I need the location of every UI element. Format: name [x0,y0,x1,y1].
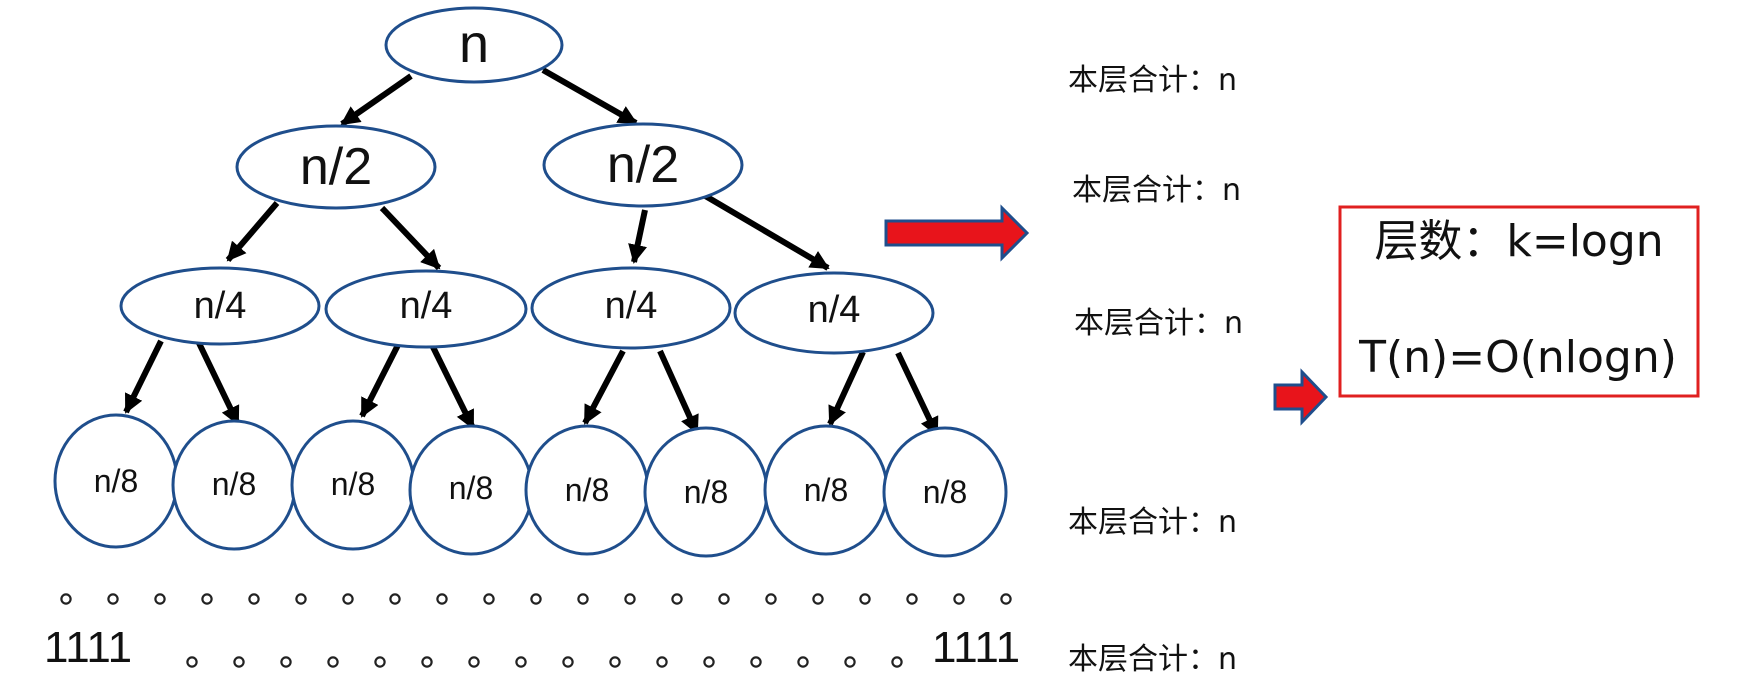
node-label: n/8 [94,463,138,499]
tree-node-level2-d: n/4 [733,271,935,355]
edge-l2a-l3a [123,339,164,414]
node-label: n/4 [605,285,658,327]
tree-node-level3-1: n/8 [53,413,179,549]
tree-node-level3-7: n/8 [763,424,889,556]
node-label: n/4 [194,285,247,327]
tree-node-level3-2: n/8 [171,419,297,551]
node-label: n/8 [212,466,256,502]
tree-node-level3-8: n/8 [882,426,1008,558]
tree-node-level3-4: n/8 [408,424,534,556]
node-label: n/8 [684,474,728,510]
leaf-label-right: 1111 [932,623,1020,672]
node-label: n/4 [400,285,453,327]
edge-l2b-l3d [429,343,476,430]
tree-edges [123,67,940,437]
node-label: n/8 [923,474,967,510]
node-label: n/2 [300,138,372,196]
edge-l2d-l3h [895,351,940,437]
tree-node-level2-c: n/4 [530,266,732,350]
node-label: n/8 [565,472,609,508]
tree-node-root: n [384,6,564,84]
edge-l1a-l2b [379,205,442,271]
tree-node-level1-left: n/2 [235,124,437,210]
node-label: n [459,14,489,74]
tree-node-level2-b: n/4 [324,269,528,349]
level-sum-1: 本层合计：n [1068,63,1237,98]
levels-formula: 层数：k=logn [1374,216,1663,267]
level-sum-4: 本层合计：n [1068,505,1237,540]
edge-l2c-l3f [657,349,700,435]
tree-node-level3-5: n/8 [524,424,650,556]
level-sum-2: 本层合计：n [1072,173,1241,208]
node-label: n/8 [804,472,848,508]
node-label: n/8 [331,466,375,502]
edge-l2c-l3e [582,349,626,425]
level-sum-5: 本层合计：n [1068,642,1237,677]
edge-l2d-l3g [827,350,866,426]
leaf-label-left: 1111 [44,623,132,672]
edge-l1b-l2c [628,209,648,264]
tree-node-level3-6: n/8 [643,426,769,558]
red-arrow-icon [884,204,1030,262]
edge-root-right [541,67,638,126]
node-label: n/4 [808,289,861,331]
edge-root-left [340,73,413,127]
node-label: n/8 [449,470,493,506]
edge-l2a-l3b [195,339,241,426]
result-box: 层数：k=logn T(n)=O(nlogn) [1338,205,1700,398]
edge-l1b-l2d [700,191,830,271]
complexity-formula: T(n)=O(nlogn) [1358,332,1677,383]
edge-l1a-l2a [225,201,280,262]
red-arrow-small-icon [1273,368,1329,426]
ellipsis-dots-lower [186,656,903,668]
ellipsis-dots-upper [60,593,1012,605]
tree-node-level2-a: n/4 [119,266,321,346]
tree-node-level1-right: n/2 [542,122,744,208]
edge-l2b-l3c [359,343,401,418]
node-label: n/2 [607,136,679,194]
tree-node-level3-3: n/8 [290,419,416,551]
level-sum-3: 本层合计：n [1074,306,1243,341]
